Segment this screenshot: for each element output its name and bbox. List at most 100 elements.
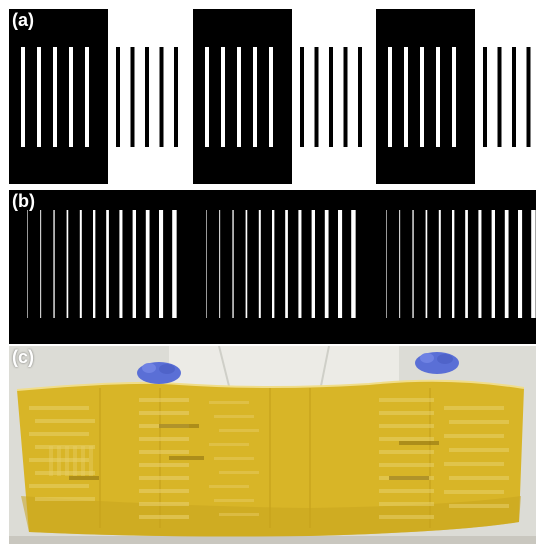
- graded-slit: [285, 210, 288, 318]
- white-slit: [53, 47, 57, 147]
- film-pattern-stripe: [214, 457, 254, 460]
- graded-slit: [425, 210, 428, 318]
- black-line: [116, 47, 120, 147]
- graded-slit: [399, 210, 401, 318]
- film-pattern-stripe: [89, 446, 93, 476]
- graded-slit: [27, 210, 28, 318]
- black-line: [300, 47, 304, 147]
- graded-slit: [159, 210, 164, 318]
- white-slit: [436, 47, 440, 147]
- graded-slit: [119, 210, 123, 318]
- graded-slit: [531, 210, 536, 318]
- graded-slit: [465, 210, 468, 318]
- glove-finger: [142, 363, 156, 373]
- graded-slit: [245, 210, 248, 318]
- panel-c-graphic: [9, 346, 536, 544]
- film-pattern-stripe: [379, 424, 434, 428]
- black-line: [314, 47, 319, 147]
- panel-b-graphic: [27, 210, 536, 318]
- graded-slit: [438, 210, 441, 318]
- film-pattern-stripe: [57, 446, 61, 476]
- graded-slit: [206, 210, 207, 318]
- glove-finger: [437, 354, 453, 364]
- white-slit: [237, 47, 241, 147]
- panel-b-label: (b): [12, 191, 35, 211]
- graded-slit: [66, 210, 69, 318]
- graded-slit: [324, 210, 329, 318]
- graded-slit: [106, 210, 109, 318]
- floor: [9, 536, 536, 544]
- film-pattern-stripe: [449, 476, 509, 480]
- black-line: [483, 47, 487, 147]
- film-pattern-stripe: [379, 450, 434, 454]
- film-dark-bar: [399, 441, 439, 445]
- graded-slit: [351, 210, 356, 318]
- black-line: [329, 47, 333, 147]
- film-pattern-stripe: [214, 415, 254, 418]
- graded-slit: [40, 210, 42, 318]
- white-slit: [221, 47, 225, 147]
- film-pattern-stripe: [449, 448, 509, 452]
- graded-slit: [298, 210, 302, 318]
- graded-slit: [504, 210, 509, 318]
- graded-slit: [219, 210, 221, 318]
- black-line: [159, 47, 164, 147]
- graded-slit: [491, 210, 495, 318]
- film-fold: [269, 388, 271, 528]
- film-pattern-stripe: [379, 437, 434, 441]
- film-pattern-stripe: [29, 432, 89, 436]
- white-slit: [21, 47, 25, 147]
- film-pattern-stripe: [139, 450, 189, 454]
- film-pattern-stripe: [139, 411, 189, 415]
- film-pattern-stripe: [449, 504, 509, 508]
- film-pattern-stripe: [219, 429, 259, 432]
- black-line: [497, 47, 502, 147]
- panel-b-graded-mask: (b): [9, 190, 536, 344]
- film-pattern-stripe: [29, 458, 89, 462]
- film-pattern-stripe: [379, 411, 434, 415]
- graded-slit: [93, 210, 96, 318]
- graded-slit: [518, 210, 523, 318]
- film-pattern-stripe: [35, 497, 95, 501]
- graded-slit: [145, 210, 150, 318]
- film-fold: [429, 388, 431, 528]
- film-pattern-stripe: [379, 502, 434, 506]
- film-pattern-stripe: [449, 420, 509, 424]
- white-slit: [37, 47, 41, 147]
- graded-slit: [232, 210, 234, 318]
- glove-finger: [420, 353, 434, 363]
- film-pattern-stripe: [139, 437, 189, 441]
- film-pattern-stripe: [444, 434, 504, 438]
- film-pattern-stripe: [214, 499, 254, 502]
- panel-c-photo: (c): [9, 346, 536, 544]
- film-dark-bar: [159, 424, 199, 428]
- graded-slit: [53, 210, 55, 318]
- black-line: [526, 47, 531, 147]
- mask-block: [193, 9, 292, 184]
- graded-slit: [478, 210, 482, 318]
- graded-slit: [311, 210, 315, 318]
- film-pattern-stripe: [35, 419, 95, 423]
- film-pattern-stripe: [379, 515, 434, 519]
- film-pattern-stripe: [444, 490, 504, 494]
- panel-a-label: (a): [12, 10, 34, 30]
- mask-block: [9, 9, 108, 184]
- coat-fold: [218, 346, 330, 387]
- white-slit: [205, 47, 209, 147]
- film-pattern-stripe: [209, 401, 249, 404]
- black-line: [343, 47, 348, 147]
- film-pattern-stripe: [379, 398, 434, 402]
- film-dark-bar: [169, 456, 204, 460]
- lab-coat: [169, 346, 399, 386]
- white-slit: [420, 47, 424, 147]
- film-pattern-stripe: [139, 489, 189, 493]
- graded-slit: [258, 210, 261, 318]
- film-pattern-stripe: [139, 502, 189, 506]
- graded-slit: [79, 210, 82, 318]
- graded-slit: [272, 210, 275, 318]
- white-slit: [452, 47, 456, 147]
- black-line: [145, 47, 149, 147]
- film-pattern-stripe: [35, 471, 95, 475]
- film-pattern-stripe: [139, 398, 189, 402]
- film-pattern-stripe: [139, 515, 189, 519]
